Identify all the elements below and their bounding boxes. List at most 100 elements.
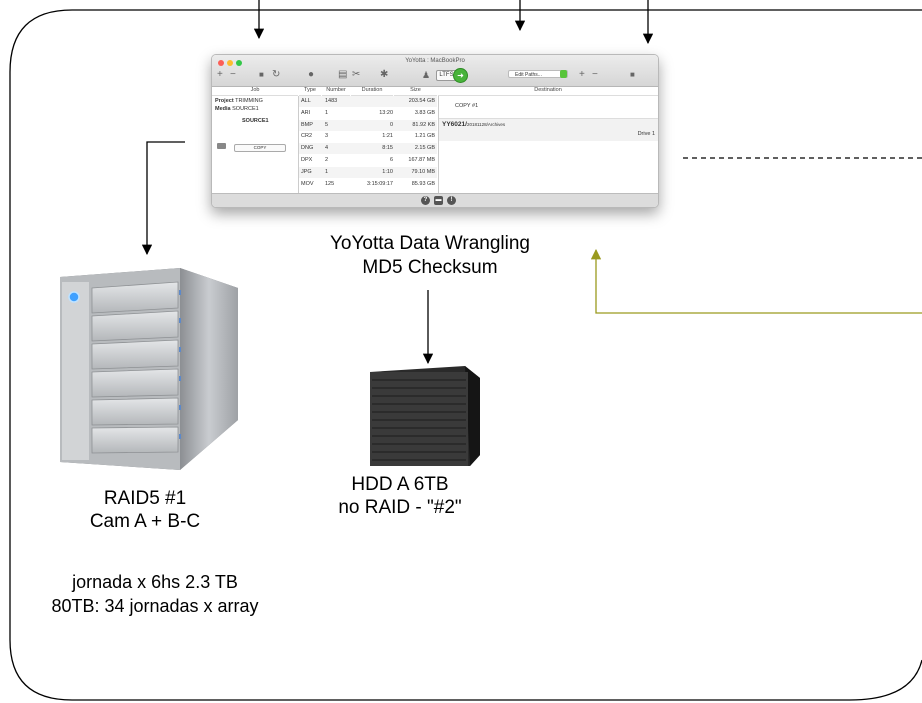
edit-paths-label: Edit Paths... xyxy=(515,72,542,78)
header-type[interactable]: Type xyxy=(299,86,321,96)
outer-frame xyxy=(9,9,922,701)
hdd-icon xyxy=(370,366,480,466)
hdd-label: HDD A 6TB no RAID - "#2" xyxy=(300,473,500,519)
cell-duration: 1:10 xyxy=(382,168,393,175)
cell-duration: 13:20 xyxy=(379,109,393,116)
header-duration[interactable]: Duration xyxy=(351,86,393,96)
copy-button[interactable]: COPY xyxy=(234,144,286,152)
destination-path-rest: 20181128/Archives xyxy=(466,122,506,127)
cell-type: DNG xyxy=(301,145,314,152)
cell-size: 167.87 MB xyxy=(408,157,435,163)
refresh-icon[interactable]: ↻ xyxy=(272,69,281,80)
destination-copy-label: COPY #1 xyxy=(455,103,479,109)
window-footer: ? ▬ ! xyxy=(212,193,658,207)
edit-paths-dropdown[interactable]: Edit Paths... xyxy=(508,70,568,78)
destination-drive: Drive 1 xyxy=(637,131,655,137)
cell-size: 2.15 GB xyxy=(414,145,435,152)
chevron-down-icon xyxy=(560,70,567,78)
cell-type: ALL xyxy=(301,98,311,104)
destination-path-row[interactable]: YY6021/20181128/Archives Drive 1 xyxy=(439,119,658,141)
cell-type: BMP xyxy=(301,121,313,128)
cell-size: 85.93 GB xyxy=(411,180,435,187)
folder-icon[interactable]: ■ xyxy=(259,70,264,79)
close-window-button[interactable] xyxy=(218,60,224,66)
table-row[interactable]: JPG 1 1:10 79.10 MB xyxy=(299,166,437,178)
add-destination-icon[interactable]: + xyxy=(579,69,585,80)
destination-panel: COPY #1 YY6021/20181128/Archives Drive 1 xyxy=(438,96,658,193)
raid-label-line2: Cam A + B-C xyxy=(89,511,201,532)
cell-duration: 1:21 xyxy=(382,133,393,140)
print-icon[interactable]: ▬ xyxy=(434,196,443,205)
arrow-window-to-raid xyxy=(141,141,185,256)
cell-number: 1483 xyxy=(325,98,338,104)
header-destination[interactable]: Destination xyxy=(438,86,658,96)
start-copy-button[interactable]: ➜ xyxy=(453,68,468,83)
project-label: Project xyxy=(215,98,234,104)
table-row[interactable]: CR2 3 1:21 1.21 GB xyxy=(299,131,437,142)
scissors-icon[interactable]: ✂ xyxy=(352,69,361,80)
cell-type: DPX xyxy=(301,157,313,163)
cell-duration: 8:15 xyxy=(382,145,393,152)
destination-path-bold: YY6021/ xyxy=(442,121,467,128)
arrow-olive-return xyxy=(590,248,922,314)
cell-number: 2 xyxy=(325,157,329,163)
cell-size: 1.21 GB xyxy=(414,133,435,140)
media-label: Media xyxy=(215,106,231,112)
destination-copy-row[interactable]: COPY #1 xyxy=(439,96,658,119)
table-row[interactable]: ALL 1483 203.54 GB xyxy=(299,96,437,107)
hdd-label-line2: no RAID - "#2" xyxy=(338,497,462,518)
cell-duration: 0 xyxy=(389,121,393,128)
jornada-label-line2: 80TB: 34 jornadas x array xyxy=(51,596,259,616)
table-row[interactable]: DNG 4 8:15 2.15 GB xyxy=(299,143,437,155)
cell-number: 4 xyxy=(325,145,329,152)
remove-icon[interactable]: − xyxy=(230,69,236,80)
yoyotta-label: YoYotta Data Wrangling MD5 Checksum xyxy=(260,232,600,280)
raid-label-line1: RAID5 #1 xyxy=(103,488,187,509)
cell-type: CR2 xyxy=(301,133,313,140)
zoom-window-button[interactable] xyxy=(236,60,242,66)
user-icon[interactable]: ♟ xyxy=(422,70,431,80)
globe-icon[interactable]: ● xyxy=(308,69,315,80)
drive-icon xyxy=(217,143,226,149)
cell-type: MOV xyxy=(301,180,314,187)
project-value: TRIMMING xyxy=(235,98,263,104)
minimize-window-button[interactable] xyxy=(227,60,233,66)
film-icon[interactable]: ▤ xyxy=(338,69,348,80)
cell-duration: 3:15:09:17 xyxy=(367,180,393,187)
gear-icon[interactable]: ✱ xyxy=(380,69,389,80)
cell-number: 5 xyxy=(325,121,329,128)
cell-type: JPG xyxy=(301,168,312,175)
cell-size: 203.54 GB xyxy=(408,98,435,104)
table-row[interactable]: DPX 2 6 167.87 MB xyxy=(299,155,437,166)
cell-size: 81.92 KB xyxy=(412,121,435,128)
cell-number: 3 xyxy=(325,133,329,140)
remove-destination-icon[interactable]: − xyxy=(592,69,598,80)
media-value: SOURCE1 xyxy=(232,106,259,112)
table-row[interactable]: BMP 5 0 81.92 KB xyxy=(299,119,437,131)
destination-folder-icon[interactable]: ■ xyxy=(630,70,635,79)
jornada-label: jornada x 6hs 2.3 TB 80TB: 34 jornadas x… xyxy=(10,570,300,618)
yoyotta-label-line1: YoYotta Data Wrangling xyxy=(329,233,530,254)
job-panel: Project TRIMMING Media SOURCE1 SOURCE1 C… xyxy=(212,96,299,193)
source-name: SOURCE1 xyxy=(242,118,269,124)
header-size[interactable]: Size xyxy=(394,86,437,96)
cell-size: 79.10 MB xyxy=(411,168,435,175)
cell-duration: 6 xyxy=(389,157,393,163)
header-number[interactable]: Number xyxy=(322,86,350,96)
add-icon[interactable]: + xyxy=(217,69,223,80)
yoyotta-app-window: YoYotta : MacBookPro + − ■ ↻ ● ▤ ✂ ✱ LTF… xyxy=(211,54,659,208)
window-title: YoYotta : MacBookPro xyxy=(405,58,465,64)
header-job[interactable]: Job xyxy=(212,86,298,96)
cell-type: ARI xyxy=(301,109,311,116)
help-icon[interactable]: ? xyxy=(421,196,430,205)
window-titlebar: YoYotta : MacBookPro + − ■ ↻ ● ▤ ✂ ✱ LTF… xyxy=(212,55,658,87)
alert-icon[interactable]: ! xyxy=(447,196,456,205)
hdd-label-line1: HDD A 6TB xyxy=(351,474,449,495)
raid-nas-icon xyxy=(60,268,238,470)
cell-number: 1 xyxy=(325,168,329,175)
project-row: Project TRIMMING xyxy=(215,98,263,104)
